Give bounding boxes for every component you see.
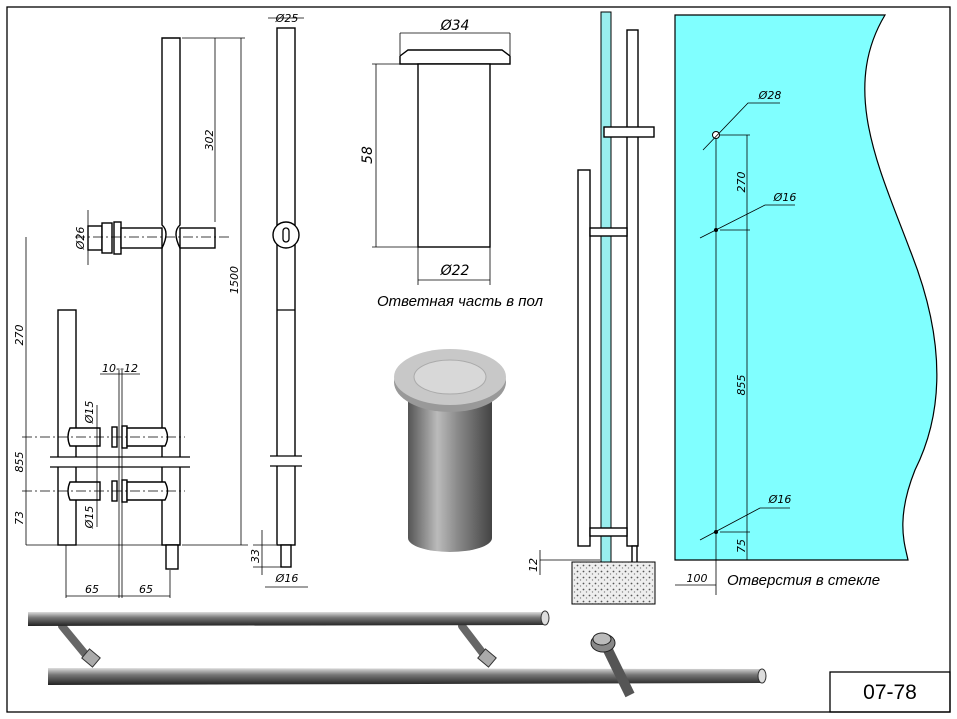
floor-socket-drawing: Ø34 58 Ø22 Ответная часть в пол xyxy=(360,18,544,310)
dim-tube-diameter: Ø22 xyxy=(440,263,470,279)
dim-mount-diameter: Ø26 xyxy=(74,227,87,251)
dim-pin-diameter: Ø16 xyxy=(275,572,299,585)
dim-offset-270: 270 xyxy=(13,325,26,346)
dim-bolt-diameter-lower: Ø15 xyxy=(83,506,96,530)
dim-gap-range: 10--12 xyxy=(102,362,138,375)
dim-stand-off-left: 65 xyxy=(85,583,99,596)
dim-mid-hole: Ø16 xyxy=(773,191,797,204)
dim-top-hole: Ø28 xyxy=(758,89,782,102)
sheet-code: 07-78 xyxy=(863,681,917,704)
installation-side-view: 12 xyxy=(527,11,656,605)
dim-spacing-855: 855 xyxy=(13,452,26,473)
dim-total-length: 1500 xyxy=(228,266,241,294)
dim-rod-diameter: Ø25 xyxy=(275,12,299,25)
sheet-border xyxy=(6,6,951,713)
dim-top-length: 302 xyxy=(203,130,216,151)
dim-hole-spacing-855: 855 xyxy=(735,375,748,396)
dim-socket-height: 58 xyxy=(360,146,376,164)
dim-bottom-hole: Ø16 xyxy=(768,493,792,506)
dim-floor-gap: 12 xyxy=(527,558,540,572)
floor-socket-caption: Ответная часть в пол xyxy=(377,293,544,310)
dim-bottom-73: 73 xyxy=(13,511,26,525)
dim-pin-length: 33 xyxy=(249,549,262,563)
title-block: 07-78 xyxy=(829,671,951,713)
glass-holes-caption: Отверстия в стекле xyxy=(727,572,880,589)
floor-socket-3d-render xyxy=(394,349,506,552)
dim-hole-spacing-270: 270 xyxy=(735,172,748,193)
dim-flange-diameter: Ø34 xyxy=(440,18,470,34)
glass-panel xyxy=(674,14,938,561)
dim-hole-bottom-75: 75 xyxy=(735,539,748,553)
dim-bolt-diameter-upper: Ø15 xyxy=(83,401,96,425)
handle-side-view: Ø25 33 Ø16 xyxy=(249,12,308,588)
handle-3d-render xyxy=(28,610,767,698)
glass-holes-drawing: Ø28 Ø16 Ø16 270 855 75 100 Отверстия в с… xyxy=(674,14,938,595)
dim-edge-100: 100 xyxy=(687,572,708,585)
handle-front-view: 302 1500 Ø26 270 855 73 10--12 Ø15 Ø15 6… xyxy=(13,37,248,598)
dim-stand-off-right: 65 xyxy=(139,583,153,596)
